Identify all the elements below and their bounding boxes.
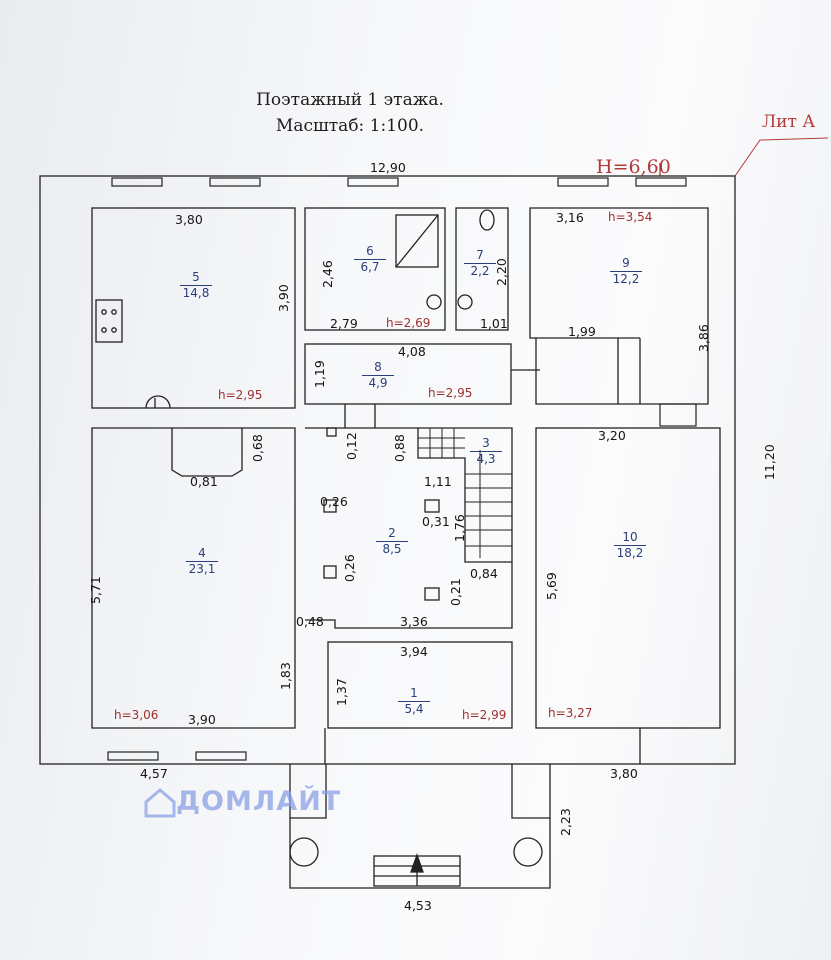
room-5-outline xyxy=(91,207,296,409)
room-8-number: 8 xyxy=(362,360,394,376)
room-10-number: 10 xyxy=(614,530,646,546)
room-4-number: 4 xyxy=(186,546,218,562)
dim-outer-depth: 11,20 xyxy=(762,444,777,480)
dim-room10-width: 3,20 xyxy=(598,428,626,443)
room-1-number: 1 xyxy=(398,686,430,702)
dim-hall-offset: 0,48 xyxy=(296,614,324,629)
room-6-area: 6,7 xyxy=(360,260,380,274)
room-9-area: 12,2 xyxy=(612,272,640,286)
room-7-area: 2,2 xyxy=(470,264,490,278)
dim-column-a: 0,12 xyxy=(344,432,359,460)
room-4-area: 23,1 xyxy=(188,562,216,576)
dim-room6-width: 2,79 xyxy=(330,316,358,331)
dim-stair-bottom: 0,84 xyxy=(470,566,498,581)
dim-chimney-width: 0,81 xyxy=(190,474,218,489)
dim-stair-landing: 1,11 xyxy=(424,474,452,489)
dim-column-c: 0,26 xyxy=(342,554,357,582)
room-5-area: 14,8 xyxy=(182,286,210,300)
room-6-height: h=2,69 xyxy=(386,316,431,330)
room-5-number: 5 xyxy=(180,270,212,286)
dim-column-d: 0,31 xyxy=(422,514,450,529)
room-8-height: h=2,95 xyxy=(428,386,473,400)
room-8-area: 4,9 xyxy=(368,376,388,390)
house-icon xyxy=(144,788,176,818)
room-5-height: h=2,95 xyxy=(218,388,263,402)
dim-column-e: 0,21 xyxy=(448,578,463,606)
building-letter: Лит А xyxy=(762,112,816,132)
room-2-area: 8,5 xyxy=(382,542,402,556)
room-10-area: 18,2 xyxy=(616,546,644,560)
dim-front-right: 3,80 xyxy=(610,766,638,781)
dim-stair-top: 0,88 xyxy=(392,434,407,462)
dim-room5-width: 3,80 xyxy=(175,212,203,227)
porch-outline xyxy=(289,764,551,889)
dim-room7-width: 1,01 xyxy=(480,316,508,331)
room-3-area: 4,3 xyxy=(476,452,496,466)
dim-room6-depth: 2,46 xyxy=(320,260,335,288)
room-2-number: 2 xyxy=(376,526,408,542)
dim-room8-width: 4,08 xyxy=(398,344,426,359)
dim-room1-width: 3,94 xyxy=(400,644,428,659)
dim-room4-depth: 5,71 xyxy=(88,576,103,604)
plan-title: Поэтажный 1 этажа. xyxy=(256,90,444,110)
room-6-number: 6 xyxy=(354,244,386,260)
watermark: ДОМЛАЙТ xyxy=(176,786,342,817)
dim-room7-depth: 2,20 xyxy=(494,258,509,286)
dim-room5-depth: 3,90 xyxy=(276,284,291,312)
room-9-number: 9 xyxy=(610,256,642,272)
dim-chimney-depth: 0,68 xyxy=(250,434,265,462)
dim-room9-depth: 3,86 xyxy=(696,324,711,352)
dim-porch-depth: 2,23 xyxy=(558,808,573,836)
room-9-height: h=3,54 xyxy=(608,210,653,224)
room-1-area: 5,4 xyxy=(404,702,424,716)
dim-front-left: 4,57 xyxy=(140,766,168,781)
dim-hall-width: 3,36 xyxy=(400,614,428,629)
dim-stair-length: 1,76 xyxy=(452,514,467,542)
outer-wall xyxy=(39,175,736,765)
dim-room9-partition: 1,99 xyxy=(568,324,596,339)
room-7-number: 7 xyxy=(464,248,496,264)
room-1-height: h=2,99 xyxy=(462,708,507,722)
dim-outer-width: 12,90 xyxy=(370,160,406,175)
dim-room1-depth: 1,37 xyxy=(334,678,349,706)
dim-room9-width: 3,16 xyxy=(556,210,584,225)
dim-room8-depth: 1,19 xyxy=(312,360,327,388)
room-4-height: h=3,06 xyxy=(114,708,159,722)
dim-room10-depth: 5,69 xyxy=(544,572,559,600)
dim-porch-width: 4,53 xyxy=(404,898,432,913)
dim-room4-notch: 1,83 xyxy=(278,662,293,690)
dim-column-b: 0,26 xyxy=(320,494,348,509)
room-10-height: h=3,27 xyxy=(548,706,593,720)
plan-scale: Масштаб: 1:100. xyxy=(275,116,425,136)
room-3-number: 3 xyxy=(470,436,502,452)
dim-room4-width: 3,90 xyxy=(188,712,216,727)
building-height: Н=6,60 xyxy=(596,156,671,178)
